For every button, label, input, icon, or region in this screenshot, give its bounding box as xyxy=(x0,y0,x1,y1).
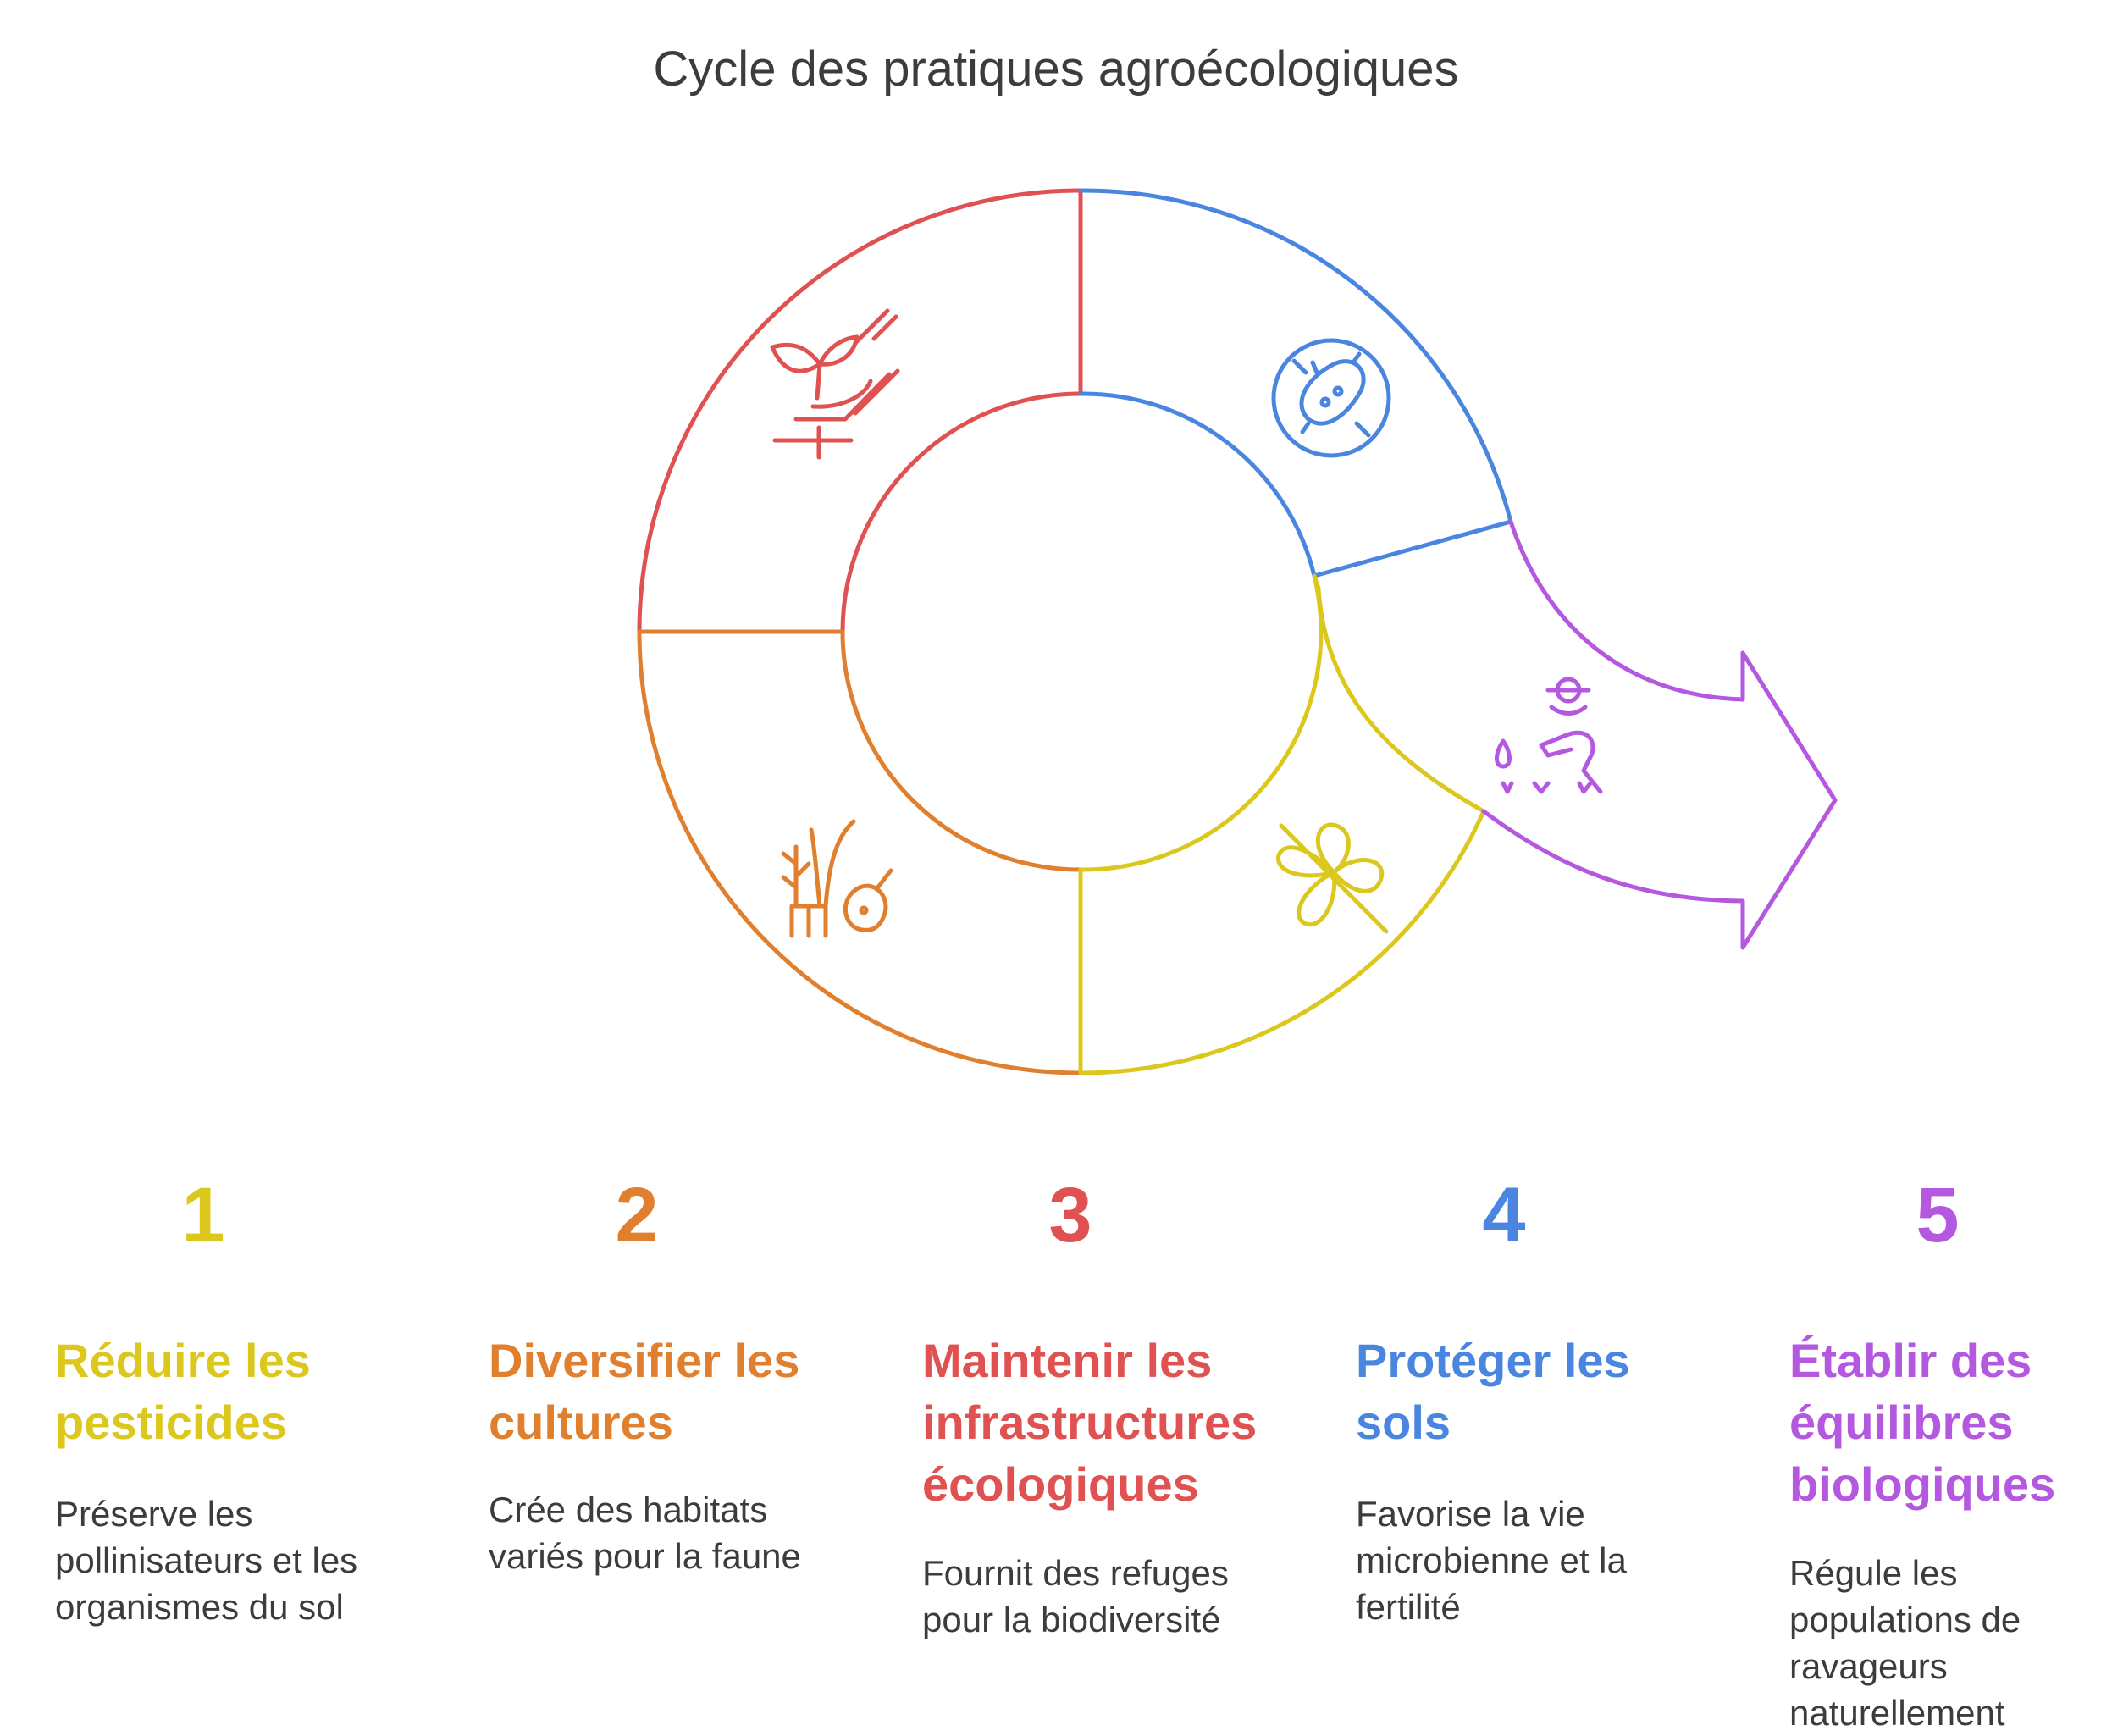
plant-hand-icon xyxy=(770,308,900,460)
step-description: Régule les populations de ravageurs natu… xyxy=(1789,1553,2021,1733)
step-4: 4 Protéger les sols Favorise la vie micr… xyxy=(1301,1169,1707,1627)
step-description: Favorise la vie microbienne et la fertil… xyxy=(1356,1494,1627,1627)
segment-orange xyxy=(637,629,1083,1075)
step-3: 3 Maintenir les infrastructures écologiq… xyxy=(867,1169,1274,1639)
step-heading: Établir des équilibres biologiques xyxy=(1789,1334,2056,1511)
step-number: 1 xyxy=(181,1172,225,1258)
step-heading: Maintenir les infrastructures écologique… xyxy=(922,1334,1258,1511)
step-heading: Réduire les pesticides xyxy=(55,1334,311,1449)
step-1: 1 Réduire les pesticides Préserve les po… xyxy=(0,1169,406,1627)
segment-blue xyxy=(1078,188,1513,578)
step-number: 5 xyxy=(1916,1172,1960,1258)
step-number: 4 xyxy=(1482,1172,1526,1258)
segment-red xyxy=(637,188,1083,634)
step-2: 2 Diversifier les cultures Crée des habi… xyxy=(434,1169,840,1576)
segment-yellow xyxy=(1078,573,1486,1075)
step-number: 2 xyxy=(615,1172,659,1258)
step-heading: Protéger les sols xyxy=(1356,1334,1630,1449)
step-description: Crée des habitats variés pour la faune xyxy=(489,1490,801,1576)
step-description: Préserve les pollinisateurs et les organ… xyxy=(55,1494,358,1627)
step-description: Fournit des refuges pour la biodiversité xyxy=(922,1553,1229,1639)
step-heading: Diversifier les cultures xyxy=(489,1334,800,1449)
no-pesticide-flower-icon xyxy=(1276,822,1389,934)
step-5: 5 Établir des équilibres biologiques Rég… xyxy=(1734,1169,2112,1733)
segment-purple-arrow xyxy=(1481,519,1838,950)
farmer-icon xyxy=(1495,677,1603,794)
diagram-title: Cycle des pratiques agroécologiques xyxy=(653,41,1459,97)
no-bacteria-icon xyxy=(1271,338,1391,458)
step-number: 3 xyxy=(1048,1172,1092,1258)
diverse-crops-icon xyxy=(781,819,893,938)
